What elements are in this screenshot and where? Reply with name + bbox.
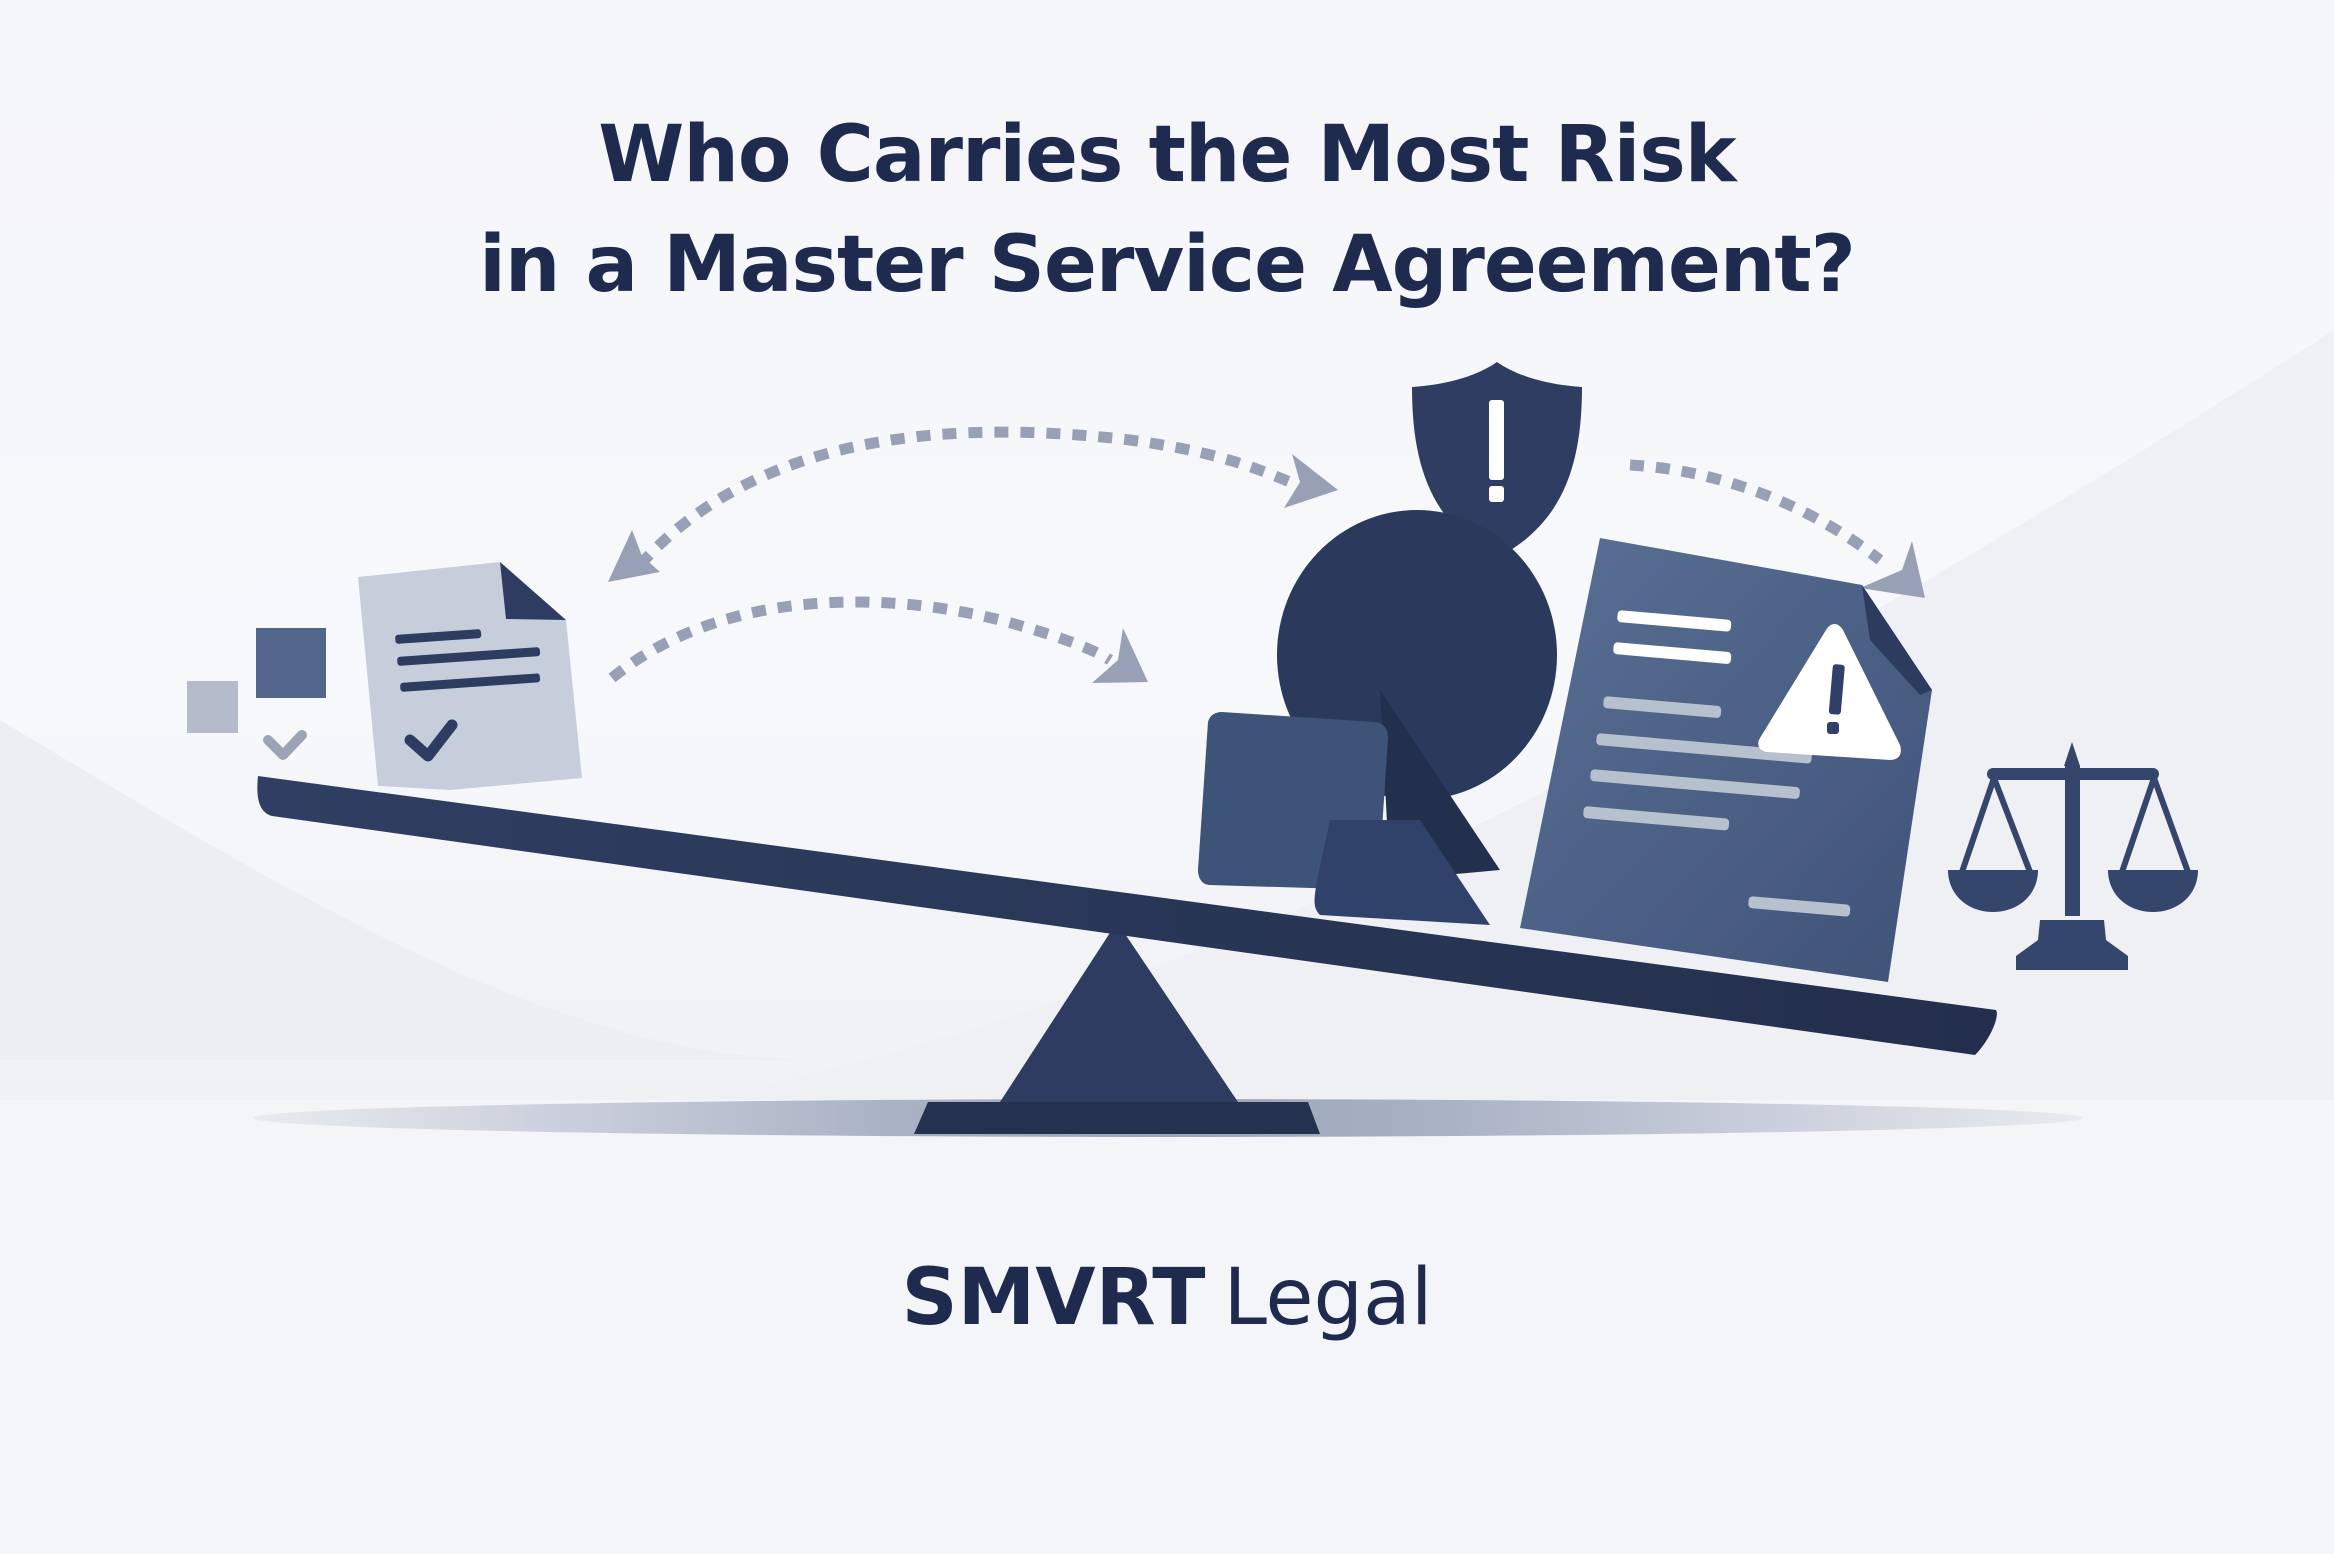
- warning-triangle-icon: [1758, 624, 1901, 760]
- dashed-arrow-middle: [608, 596, 1148, 683]
- warning-document-icon: [1520, 538, 1932, 982]
- dashed-arrow-top-bidirectional: [608, 426, 1338, 582]
- page-title: Who Carries the Most Risk in a Master Se…: [0, 100, 2334, 320]
- person-figure: [1198, 510, 1557, 925]
- approved-document-icon: [358, 562, 582, 790]
- shield-alert-icon: [1412, 362, 1582, 558]
- title-line-1: Who Carries the Most Risk: [598, 110, 1736, 200]
- seesaw-beam: [257, 776, 1997, 1055]
- small-square-light: [187, 681, 238, 733]
- brand-name-strong: SMVRT: [901, 1253, 1206, 1343]
- title-line-2: in a Master Service Agreement?: [479, 220, 1856, 310]
- brand-name-light: Legal: [1223, 1253, 1433, 1343]
- small-check-icon: [263, 730, 307, 760]
- scales-of-justice-icon: [1948, 742, 2198, 970]
- fulcrum: [914, 922, 1320, 1134]
- small-square-dark: [256, 628, 326, 698]
- left-items: [187, 562, 582, 790]
- dashed-arrow-right: [1629, 459, 1925, 598]
- document-check-icon: [404, 719, 458, 762]
